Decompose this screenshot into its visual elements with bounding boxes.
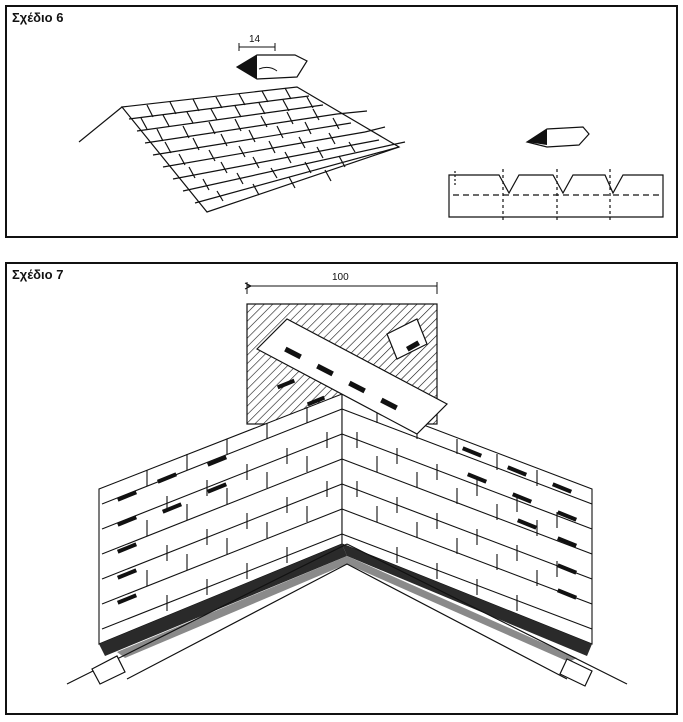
- ridge-cap-strips: [256, 318, 448, 435]
- ridge-cap-piece: [235, 54, 308, 80]
- eave-end-blocks: [91, 655, 593, 687]
- dimension-100: [244, 282, 438, 294]
- left-slope-shingles: [98, 393, 343, 645]
- dimension-100-text: 100: [332, 272, 349, 283]
- shingle-strip-cut: [448, 169, 664, 221]
- right-slope-shingles: [341, 393, 593, 645]
- figure-7-drawing: 100: [66, 272, 628, 687]
- left-nail-marks: [116, 378, 326, 605]
- figure-6-panel: Σχέδιο 6: [5, 5, 678, 238]
- dimension-14: [238, 43, 276, 51]
- ridge-cap-detail: [525, 126, 590, 148]
- figure-6-label: Σχέδιο 6: [12, 10, 64, 25]
- right-nail-marks: [461, 446, 578, 600]
- figure-7-panel: Σχέδιο 7 100: [5, 262, 678, 715]
- roof-gable-line: [78, 106, 123, 143]
- shingle-joints: [140, 87, 356, 202]
- figure-7-label: Σχέδιο 7: [12, 267, 64, 282]
- eave-edges: [99, 544, 592, 662]
- dimension-14-text: 14: [249, 34, 261, 45]
- figure-6-drawing: 14: [78, 34, 664, 221]
